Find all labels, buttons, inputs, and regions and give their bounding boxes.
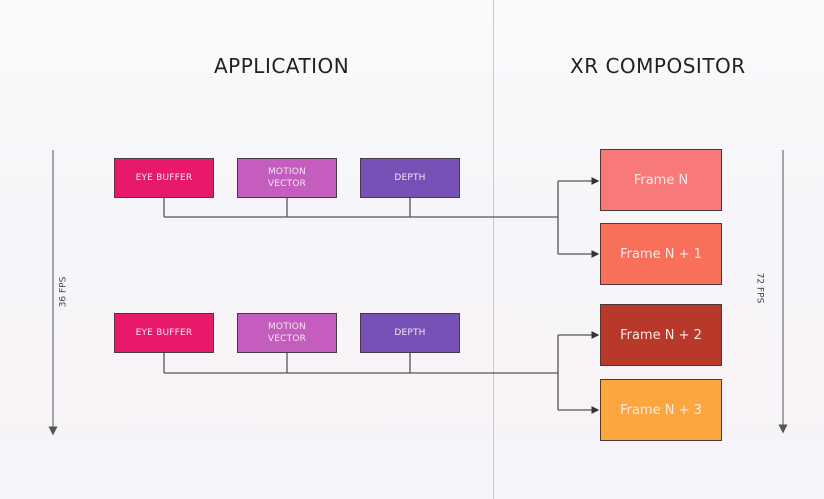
row2-connector	[163, 331, 600, 414]
depth-box: DEPTH	[360, 313, 460, 353]
eye-buffer-box: EYE BUFFER	[114, 158, 214, 198]
application-heading: APPLICATION	[214, 54, 350, 78]
frame-n-plus-3-box: Frame N + 3	[600, 379, 722, 441]
depth-box: DEPTH	[360, 158, 460, 198]
motion-vector-box: MOTION VECTOR	[237, 313, 337, 353]
frame-n-box: Frame N	[600, 149, 722, 211]
section-divider	[493, 0, 494, 499]
frame-n-plus-1-box: Frame N + 1	[600, 223, 722, 285]
fps-label-72: 72 FPS	[754, 272, 765, 304]
frame-n-plus-2-box: Frame N + 2	[600, 304, 722, 366]
fps-label-36: 36 FPS	[58, 276, 69, 308]
eye-buffer-box: EYE BUFFER	[114, 313, 214, 353]
row1-connector	[163, 177, 600, 258]
compositor-heading: XR COMPOSITOR	[570, 54, 746, 78]
motion-vector-box: MOTION VECTOR	[237, 158, 337, 198]
